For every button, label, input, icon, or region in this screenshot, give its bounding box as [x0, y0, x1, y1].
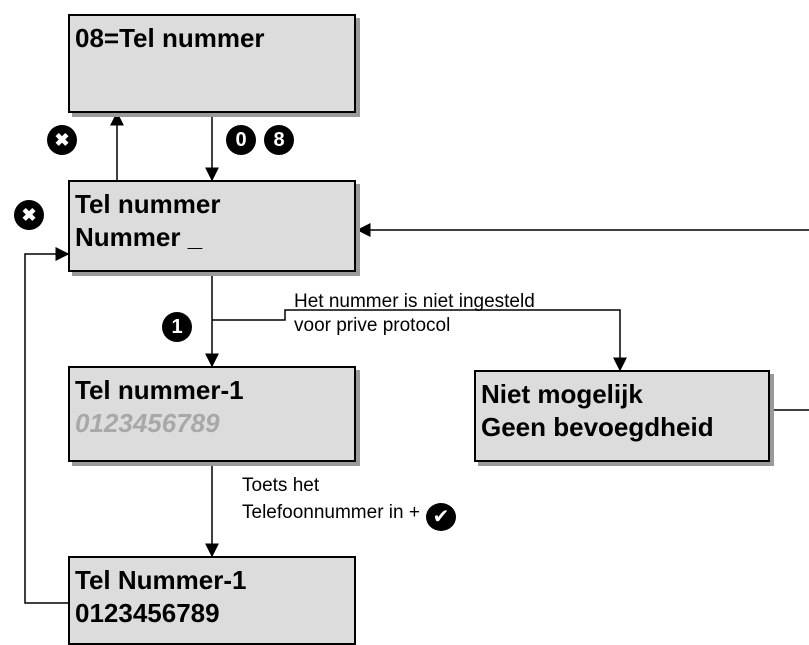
arrow-tel-to-notpossible — [212, 309, 627, 372]
escape-key-icon: ✖ — [47, 125, 77, 155]
confirm-key-icon: ✔ — [425, 503, 456, 531]
not-possible-line1: Niet mogelijk — [481, 379, 643, 409]
not-set-note-line1: Het nummer is niet ingesteld — [294, 291, 535, 312]
tel1-entered-screen: Tel Nummer-1 0123456789 — [68, 556, 356, 645]
enter-number-note-text: Telefoonnummer in + — [242, 502, 420, 523]
menu-screen: 08=Tel nummer — [68, 14, 356, 113]
tel1-placeholder-number: 0123456789 — [75, 408, 220, 438]
tel1-entered-line2: 0123456789 — [75, 598, 220, 628]
key-0-icon: 0 — [226, 125, 256, 155]
not-possible-line2: Geen bevoegdheid — [481, 412, 714, 442]
not-set-note-line2: voor prive protocol — [294, 315, 451, 336]
enter-number-note-line2: Telefoonnummer in +✔ — [242, 498, 456, 531]
tel1-entered-line1: Tel Nummer-1 — [75, 565, 247, 595]
menu-screen-line1: 08=Tel nummer — [75, 23, 265, 53]
tel-screen-line2: Nummer _ — [75, 222, 203, 252]
tel-screen-line1: Tel nummer — [75, 189, 221, 219]
not-set-note: Het nummer is niet ingesteld voor prive … — [294, 290, 535, 338]
key-1-icon: 1 — [162, 312, 192, 342]
enter-number-note-line1: Toets het — [242, 475, 320, 496]
tel1-screen: Tel nummer-1 0123456789 — [68, 366, 356, 462]
escape-key-icon: ✖ — [14, 200, 44, 230]
key-8-icon: 8 — [264, 125, 294, 155]
enter-number-note: Toets het Telefoonnummer in +✔ — [242, 474, 456, 531]
arrow-loop-back-to-tel — [24, 247, 70, 604]
tel-screen: Tel nummer Nummer _ — [68, 180, 356, 272]
tel1-screen-line1: Tel nummer-1 — [75, 375, 244, 405]
not-possible-screen: Niet mogelijk Geen bevoegdheid — [474, 370, 770, 462]
